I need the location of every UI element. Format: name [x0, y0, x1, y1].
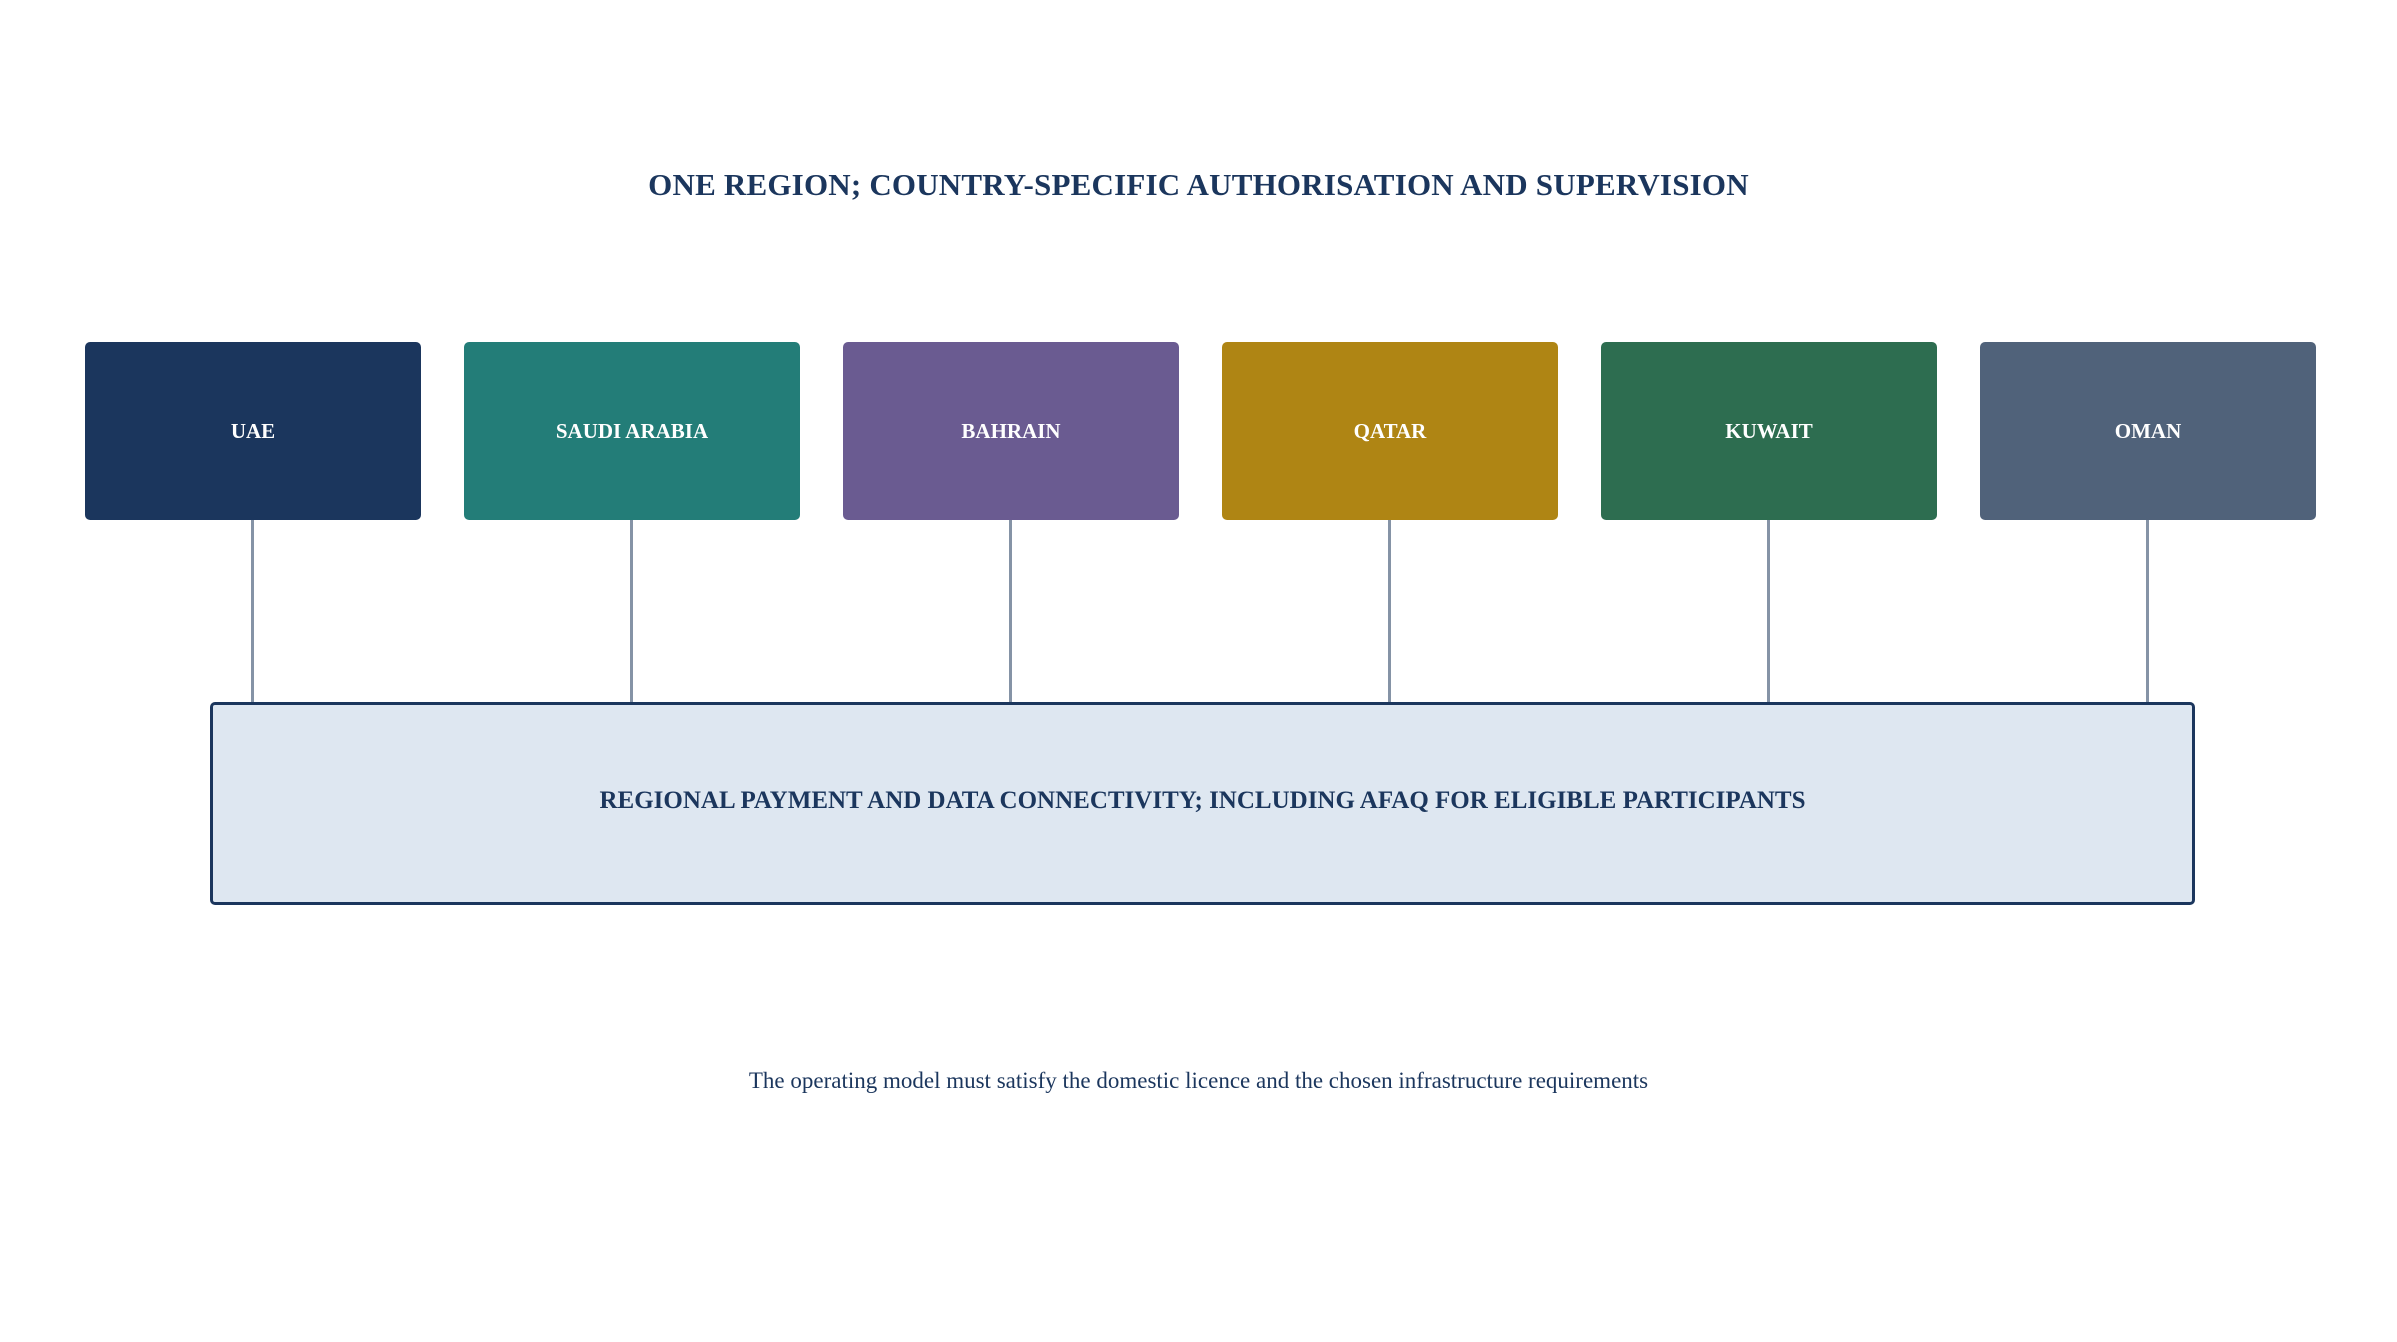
country-label-qatar: QATAR	[1353, 418, 1427, 443]
country-box-qatar: QATAR	[1222, 342, 1558, 520]
country-label-oman: OMAN	[2114, 418, 2182, 443]
country-label-saudi-arabia: SAUDI ARABIA	[555, 418, 709, 443]
footnote: The operating model must satisfy the dom…	[748, 1068, 1649, 1093]
country-label-uae: UAE	[230, 418, 276, 443]
country-box-oman: OMAN	[1980, 342, 2316, 520]
country-box-kuwait: KUWAIT	[1601, 342, 1937, 520]
country-box-bahrain: BAHRAIN	[843, 342, 1179, 520]
connector-kuwait	[1767, 514, 1770, 720]
connector-uae	[251, 514, 254, 720]
platform-label: REGIONAL PAYMENT AND DATA CONNECTIVITY; …	[599, 786, 1806, 814]
regional-connectivity-platform: REGIONAL PAYMENT AND DATA CONNECTIVITY; …	[210, 702, 2195, 905]
country-label-kuwait: KUWAIT	[1725, 418, 1813, 443]
connector-oman	[2146, 514, 2149, 720]
connector-qatar	[1388, 514, 1391, 720]
diagram-title: ONE REGION; COUNTRY-SPECIFIC AUTHORISATI…	[648, 167, 1749, 202]
connector-saudi-arabia	[630, 514, 633, 720]
country-box-uae: UAE	[85, 342, 421, 520]
country-label-bahrain: BAHRAIN	[961, 418, 1061, 443]
country-box-saudi-arabia: SAUDI ARABIA	[464, 342, 800, 520]
connector-bahrain	[1009, 514, 1012, 720]
